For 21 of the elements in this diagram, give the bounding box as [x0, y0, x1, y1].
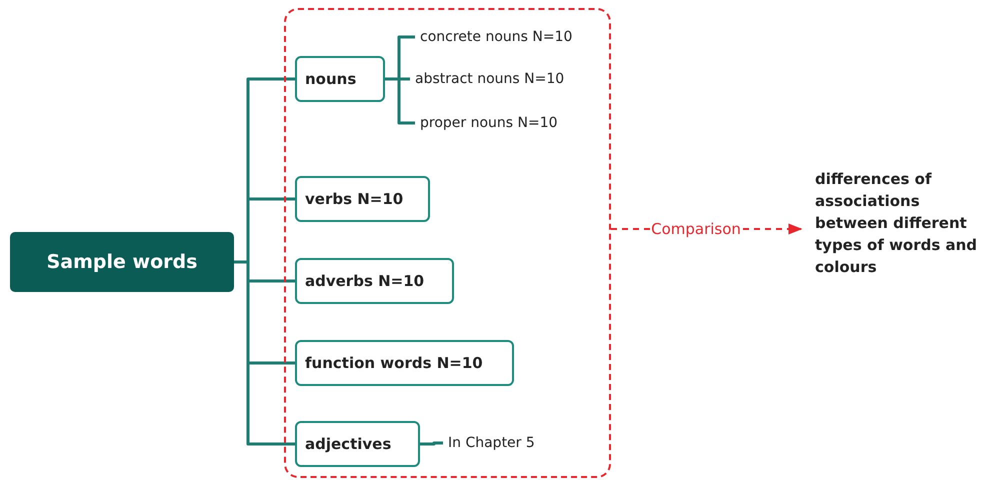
subcategory-text: concrete nouns N=10	[420, 29, 572, 45]
box-label: function words N=10	[305, 354, 483, 372]
box-label: adjectives	[305, 435, 392, 453]
box-label: Sample words	[46, 251, 198, 273]
connector-line	[420, 442, 443, 446]
root-node-box	[10, 232, 234, 292]
box-label: verbs N=10	[305, 190, 404, 208]
category-box	[295, 340, 514, 386]
outcome-text: differences of associations between different types of words and colours	[815, 169, 978, 278]
box-label: adverbs N=10	[305, 272, 424, 290]
subcategory-text: In Chapter 5	[448, 435, 535, 451]
box-label: nouns	[305, 70, 356, 88]
dashed-group-box	[284, 8, 611, 478]
subcategory-text: abstract nouns N=10	[415, 71, 564, 87]
edge-label: Comparison	[650, 220, 742, 238]
category-box	[295, 258, 454, 304]
category-box	[295, 421, 420, 467]
connector-line	[385, 78, 415, 124]
subcategory-text: proper nouns N=10	[420, 115, 558, 131]
category-box	[295, 176, 430, 222]
category-box	[295, 56, 385, 102]
